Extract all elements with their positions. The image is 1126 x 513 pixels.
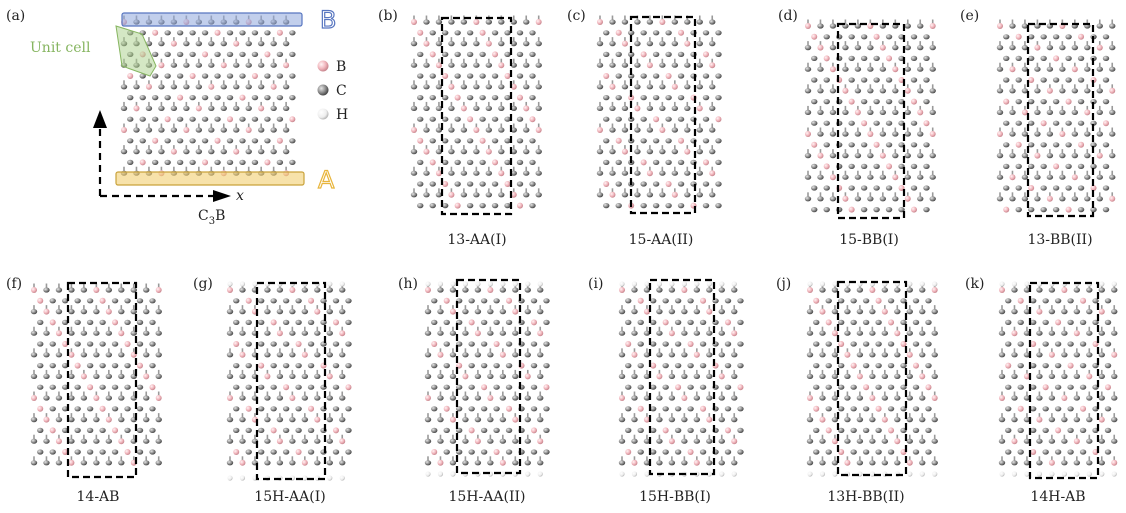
lattice-panel-j <box>806 281 938 477</box>
panel-b-unit-box <box>440 16 513 216</box>
panel-k-letter: (k) <box>965 276 984 292</box>
panel-i: (i) 15H-BB(I) <box>588 276 744 505</box>
panel-c-letter: (c) <box>567 8 586 24</box>
legend-boron-label: B <box>336 59 346 75</box>
panel-b-letter: (b) <box>378 8 398 24</box>
panel-f-letter: (f) <box>6 276 22 292</box>
axis-x-arrowhead <box>213 190 231 202</box>
panel-h-caption: 15H-AA(II) <box>449 489 526 505</box>
unit-cell-label: Unit cell <box>30 40 91 56</box>
panel-j-unit-box <box>836 280 908 477</box>
panel-f: (f) 14-AB <box>6 276 162 505</box>
panel-k: (k) 14H-AB <box>965 276 1118 505</box>
panel-h-letter: (h) <box>398 276 418 292</box>
panel-d-letter: (d) <box>778 8 798 24</box>
panel-d: (d) 15-BB(I) <box>778 8 936 248</box>
panel-c-caption: 15-AA(II) <box>629 232 694 248</box>
panel-j-caption: 13H-BB(II) <box>827 489 904 505</box>
legend-boron-swatch <box>317 60 329 72</box>
panel-j-letter: (j) <box>776 276 791 292</box>
panel-i-unit-box <box>648 278 716 476</box>
edge-a-highlight <box>115 171 305 186</box>
panel-d-unit-box <box>836 22 906 220</box>
panel-a-letter: (a) <box>6 8 25 24</box>
panel-g-caption: 15H-AA(I) <box>254 489 325 505</box>
legend-carbon-label: C <box>336 83 347 99</box>
panel-i-caption: 15H-BB(I) <box>639 489 711 505</box>
atom-legend: B C H <box>317 59 348 123</box>
panel-b: (b) 13-AA(I) <box>378 8 542 248</box>
lattice-panel-f <box>30 283 162 466</box>
panel-b-caption: 13-AA(I) <box>447 232 506 248</box>
panel-j: (j) 13H-BB(II) <box>776 276 938 505</box>
panel-k-caption: 14H-AB <box>1030 489 1085 505</box>
panel-c: (c) 15-AA(II) <box>567 8 722 248</box>
axis-y-arrowhead <box>93 110 107 128</box>
panel-d-caption: 15-BB(I) <box>839 232 899 248</box>
panel-f-unit-box <box>66 281 138 479</box>
lattice-panel-h <box>424 281 550 477</box>
panel-g-unit-box <box>255 281 327 481</box>
lattice-panel-a <box>120 15 296 177</box>
panel-i-letter: (i) <box>588 276 603 292</box>
edge-a-label: A <box>318 166 335 194</box>
edge-b-highlight <box>121 12 303 27</box>
panel-a: (a) Unit cell B A B C H x C3B <box>6 5 348 227</box>
panel-k-unit-box <box>1028 281 1100 480</box>
panel-e: (e) 13-BB(II) <box>960 8 1116 248</box>
edge-b-label: B <box>320 6 336 34</box>
lattice-panel-c <box>596 15 722 209</box>
panel-e-unit-box <box>1026 22 1095 218</box>
panel-e-letter: (e) <box>960 8 979 24</box>
panel-f-caption: 14-AB <box>77 489 120 505</box>
legend-hydrogen-label: H <box>336 107 348 123</box>
lattice-panel-b <box>410 15 542 209</box>
lattice-panel-e <box>996 19 1116 213</box>
lattice-panel-i <box>618 281 744 477</box>
panel-g: (g) 15H-AA(I) <box>193 276 352 505</box>
lattice-panel-d <box>804 19 936 213</box>
panel-a-caption: C3B <box>198 208 225 227</box>
lattice-panel-k <box>998 281 1118 477</box>
panel-h-unit-box <box>455 278 522 475</box>
unit-cell-shape <box>115 25 157 77</box>
legend-carbon-swatch <box>317 84 329 96</box>
axis-x-label: x <box>236 188 244 204</box>
panel-g-letter: (g) <box>193 276 213 292</box>
panel-h: (h) 15H-AA(II) <box>398 276 550 505</box>
lattice-panel-g <box>226 281 352 481</box>
panel-e-caption: 13-BB(II) <box>1027 232 1092 248</box>
panel-c-unit-box <box>629 15 697 215</box>
legend-hydrogen-swatch <box>317 108 329 120</box>
